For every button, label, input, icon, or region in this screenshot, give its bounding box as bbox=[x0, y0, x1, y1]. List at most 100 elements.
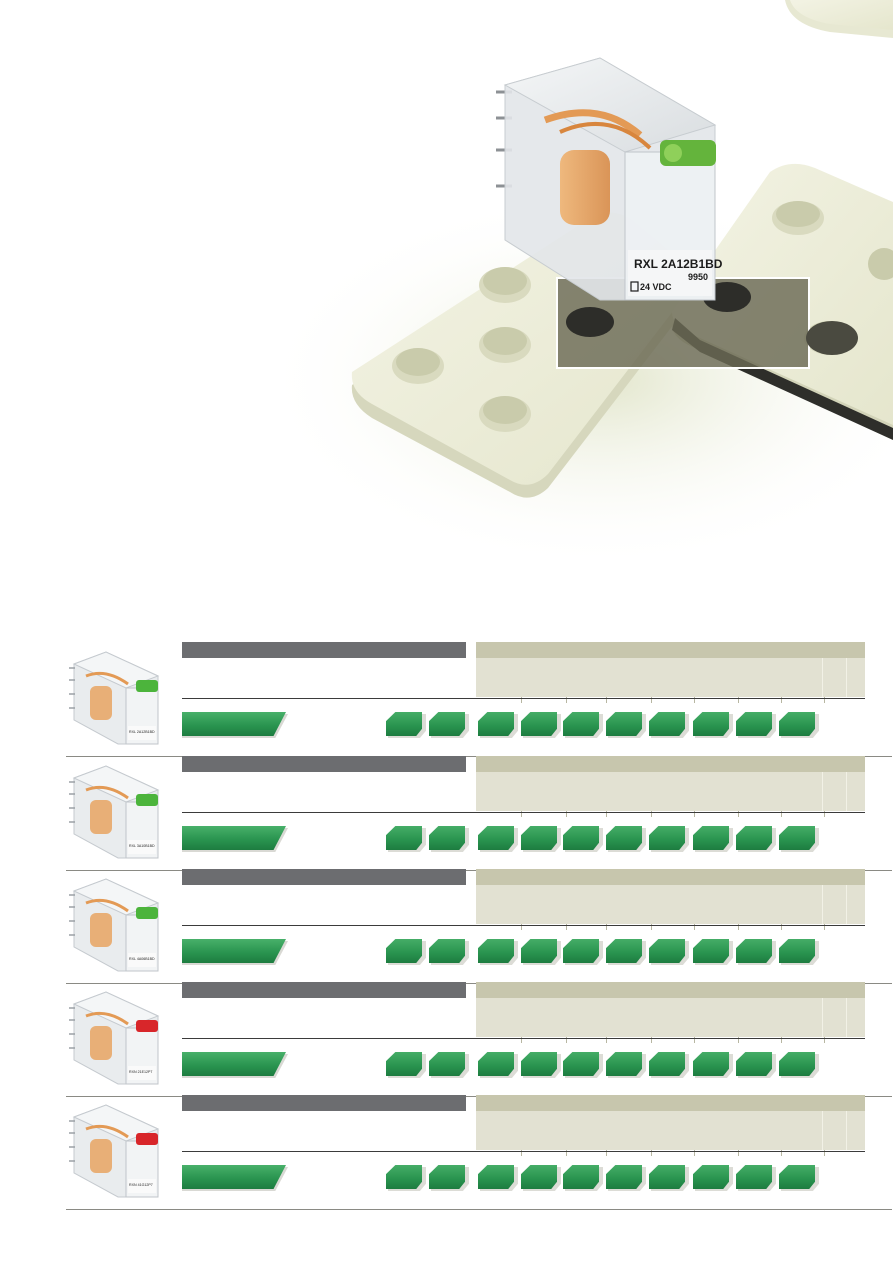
option-chip bbox=[693, 939, 729, 963]
spec-tick bbox=[738, 697, 739, 703]
row-separator-line bbox=[182, 1038, 865, 1039]
spec-tick bbox=[824, 697, 825, 703]
spec-header-bar bbox=[476, 642, 865, 658]
option-chip bbox=[521, 1052, 557, 1076]
option-chip bbox=[521, 1165, 557, 1189]
option-chip bbox=[478, 1165, 514, 1189]
product-row: RXN 21E12P7 bbox=[66, 982, 892, 1097]
relay-illustration: RXL 2A12B1BD 9950 24 VDC bbox=[496, 57, 723, 301]
spec-tick bbox=[651, 697, 652, 703]
option-chip bbox=[563, 1165, 599, 1189]
spec-column-divider bbox=[822, 1111, 823, 1150]
option-chip bbox=[693, 1165, 729, 1189]
spec-column-divider bbox=[846, 885, 847, 924]
reference-tab bbox=[182, 1052, 286, 1076]
row-separator-line bbox=[182, 698, 865, 699]
option-chip bbox=[779, 1052, 815, 1076]
spec-tick bbox=[781, 1150, 782, 1156]
option-chip bbox=[693, 826, 729, 850]
option-chip bbox=[386, 826, 422, 850]
spec-column-divider bbox=[846, 998, 847, 1037]
spec-tick bbox=[824, 1150, 825, 1156]
row-separator-line bbox=[182, 1151, 865, 1152]
product-name-bar bbox=[182, 982, 466, 998]
product-thumbnail: RXN 41G12P7 bbox=[69, 1104, 160, 1198]
option-chip bbox=[521, 826, 557, 850]
spec-tick bbox=[781, 811, 782, 817]
spec-tick bbox=[521, 924, 522, 930]
option-chip bbox=[693, 1052, 729, 1076]
spec-column-divider bbox=[846, 1111, 847, 1150]
reference-tab bbox=[182, 826, 286, 850]
product-thumbnail: RXL 4A06B1BD bbox=[69, 878, 160, 972]
coil-symbol-icon bbox=[630, 281, 639, 292]
product-row: RXL 3A10B1BD bbox=[66, 756, 892, 871]
spec-tick bbox=[824, 1037, 825, 1043]
spec-column-divider bbox=[822, 998, 823, 1037]
option-chip bbox=[606, 1165, 642, 1189]
product-thumbnail: RXL 3A10B1BD bbox=[69, 765, 160, 859]
spec-tick bbox=[606, 697, 607, 703]
thumbnail-label: RXN 41G12P7 bbox=[129, 1183, 153, 1187]
row-separator-line bbox=[182, 812, 865, 813]
reference-tab bbox=[182, 1165, 286, 1189]
spec-body-panel bbox=[476, 658, 865, 703]
product-row: RXL 2A12B1BD bbox=[66, 642, 892, 757]
spec-tick bbox=[781, 924, 782, 930]
option-chip bbox=[693, 712, 729, 736]
option-chip bbox=[563, 939, 599, 963]
spec-column-divider bbox=[822, 772, 823, 811]
reference-tab bbox=[182, 712, 286, 736]
product-thumbnail: RXL 2A12B1BD bbox=[69, 651, 160, 745]
spec-tick bbox=[521, 1037, 522, 1043]
option-chip bbox=[386, 712, 422, 736]
spec-tick bbox=[566, 924, 567, 930]
spec-tick bbox=[738, 1037, 739, 1043]
option-chip bbox=[563, 1052, 599, 1076]
relay-model-label: RXL 2A12B1BD bbox=[634, 257, 723, 271]
spec-tick bbox=[824, 924, 825, 930]
spec-body-panel bbox=[476, 885, 865, 930]
spec-tick bbox=[606, 1037, 607, 1043]
option-chip bbox=[779, 826, 815, 850]
spec-tick bbox=[738, 924, 739, 930]
option-chip bbox=[521, 712, 557, 736]
spec-header-bar bbox=[476, 756, 865, 772]
spec-body-panel bbox=[476, 998, 865, 1043]
domino-top-right bbox=[785, 0, 893, 38]
option-chip bbox=[736, 712, 772, 736]
spec-header-bar bbox=[476, 869, 865, 885]
spec-tick bbox=[651, 924, 652, 930]
spec-body-panel bbox=[476, 772, 865, 817]
thumbnail-label: RXL 3A10B1BD bbox=[129, 844, 155, 848]
spec-tick bbox=[521, 811, 522, 817]
option-chip bbox=[478, 826, 514, 850]
spec-tick bbox=[781, 697, 782, 703]
thumbnail-label: RXN 21E12P7 bbox=[129, 1070, 152, 1074]
spec-column-divider bbox=[822, 885, 823, 924]
option-chip bbox=[521, 939, 557, 963]
option-chip bbox=[779, 712, 815, 736]
spec-tick bbox=[694, 1150, 695, 1156]
spec-tick bbox=[606, 811, 607, 817]
option-chip bbox=[429, 939, 465, 963]
option-chip bbox=[478, 1052, 514, 1076]
hero-illustration: RXL 2A12B1BD 9950 24 VDC bbox=[260, 0, 893, 560]
relay-code-label: 9950 bbox=[688, 272, 708, 282]
spec-tick bbox=[694, 924, 695, 930]
spec-column-divider bbox=[822, 658, 823, 697]
option-chip bbox=[649, 826, 685, 850]
option-chip bbox=[779, 1165, 815, 1189]
spec-tick bbox=[738, 1150, 739, 1156]
product-name-bar bbox=[182, 869, 466, 885]
reference-tab bbox=[182, 939, 286, 963]
product-name-bar bbox=[182, 642, 466, 658]
option-chip bbox=[429, 1165, 465, 1189]
option-chip bbox=[478, 939, 514, 963]
spec-tick bbox=[521, 697, 522, 703]
option-chip bbox=[563, 826, 599, 850]
option-chip bbox=[429, 1052, 465, 1076]
option-chip bbox=[649, 1052, 685, 1076]
spec-column-divider bbox=[846, 772, 847, 811]
spec-tick bbox=[651, 1150, 652, 1156]
